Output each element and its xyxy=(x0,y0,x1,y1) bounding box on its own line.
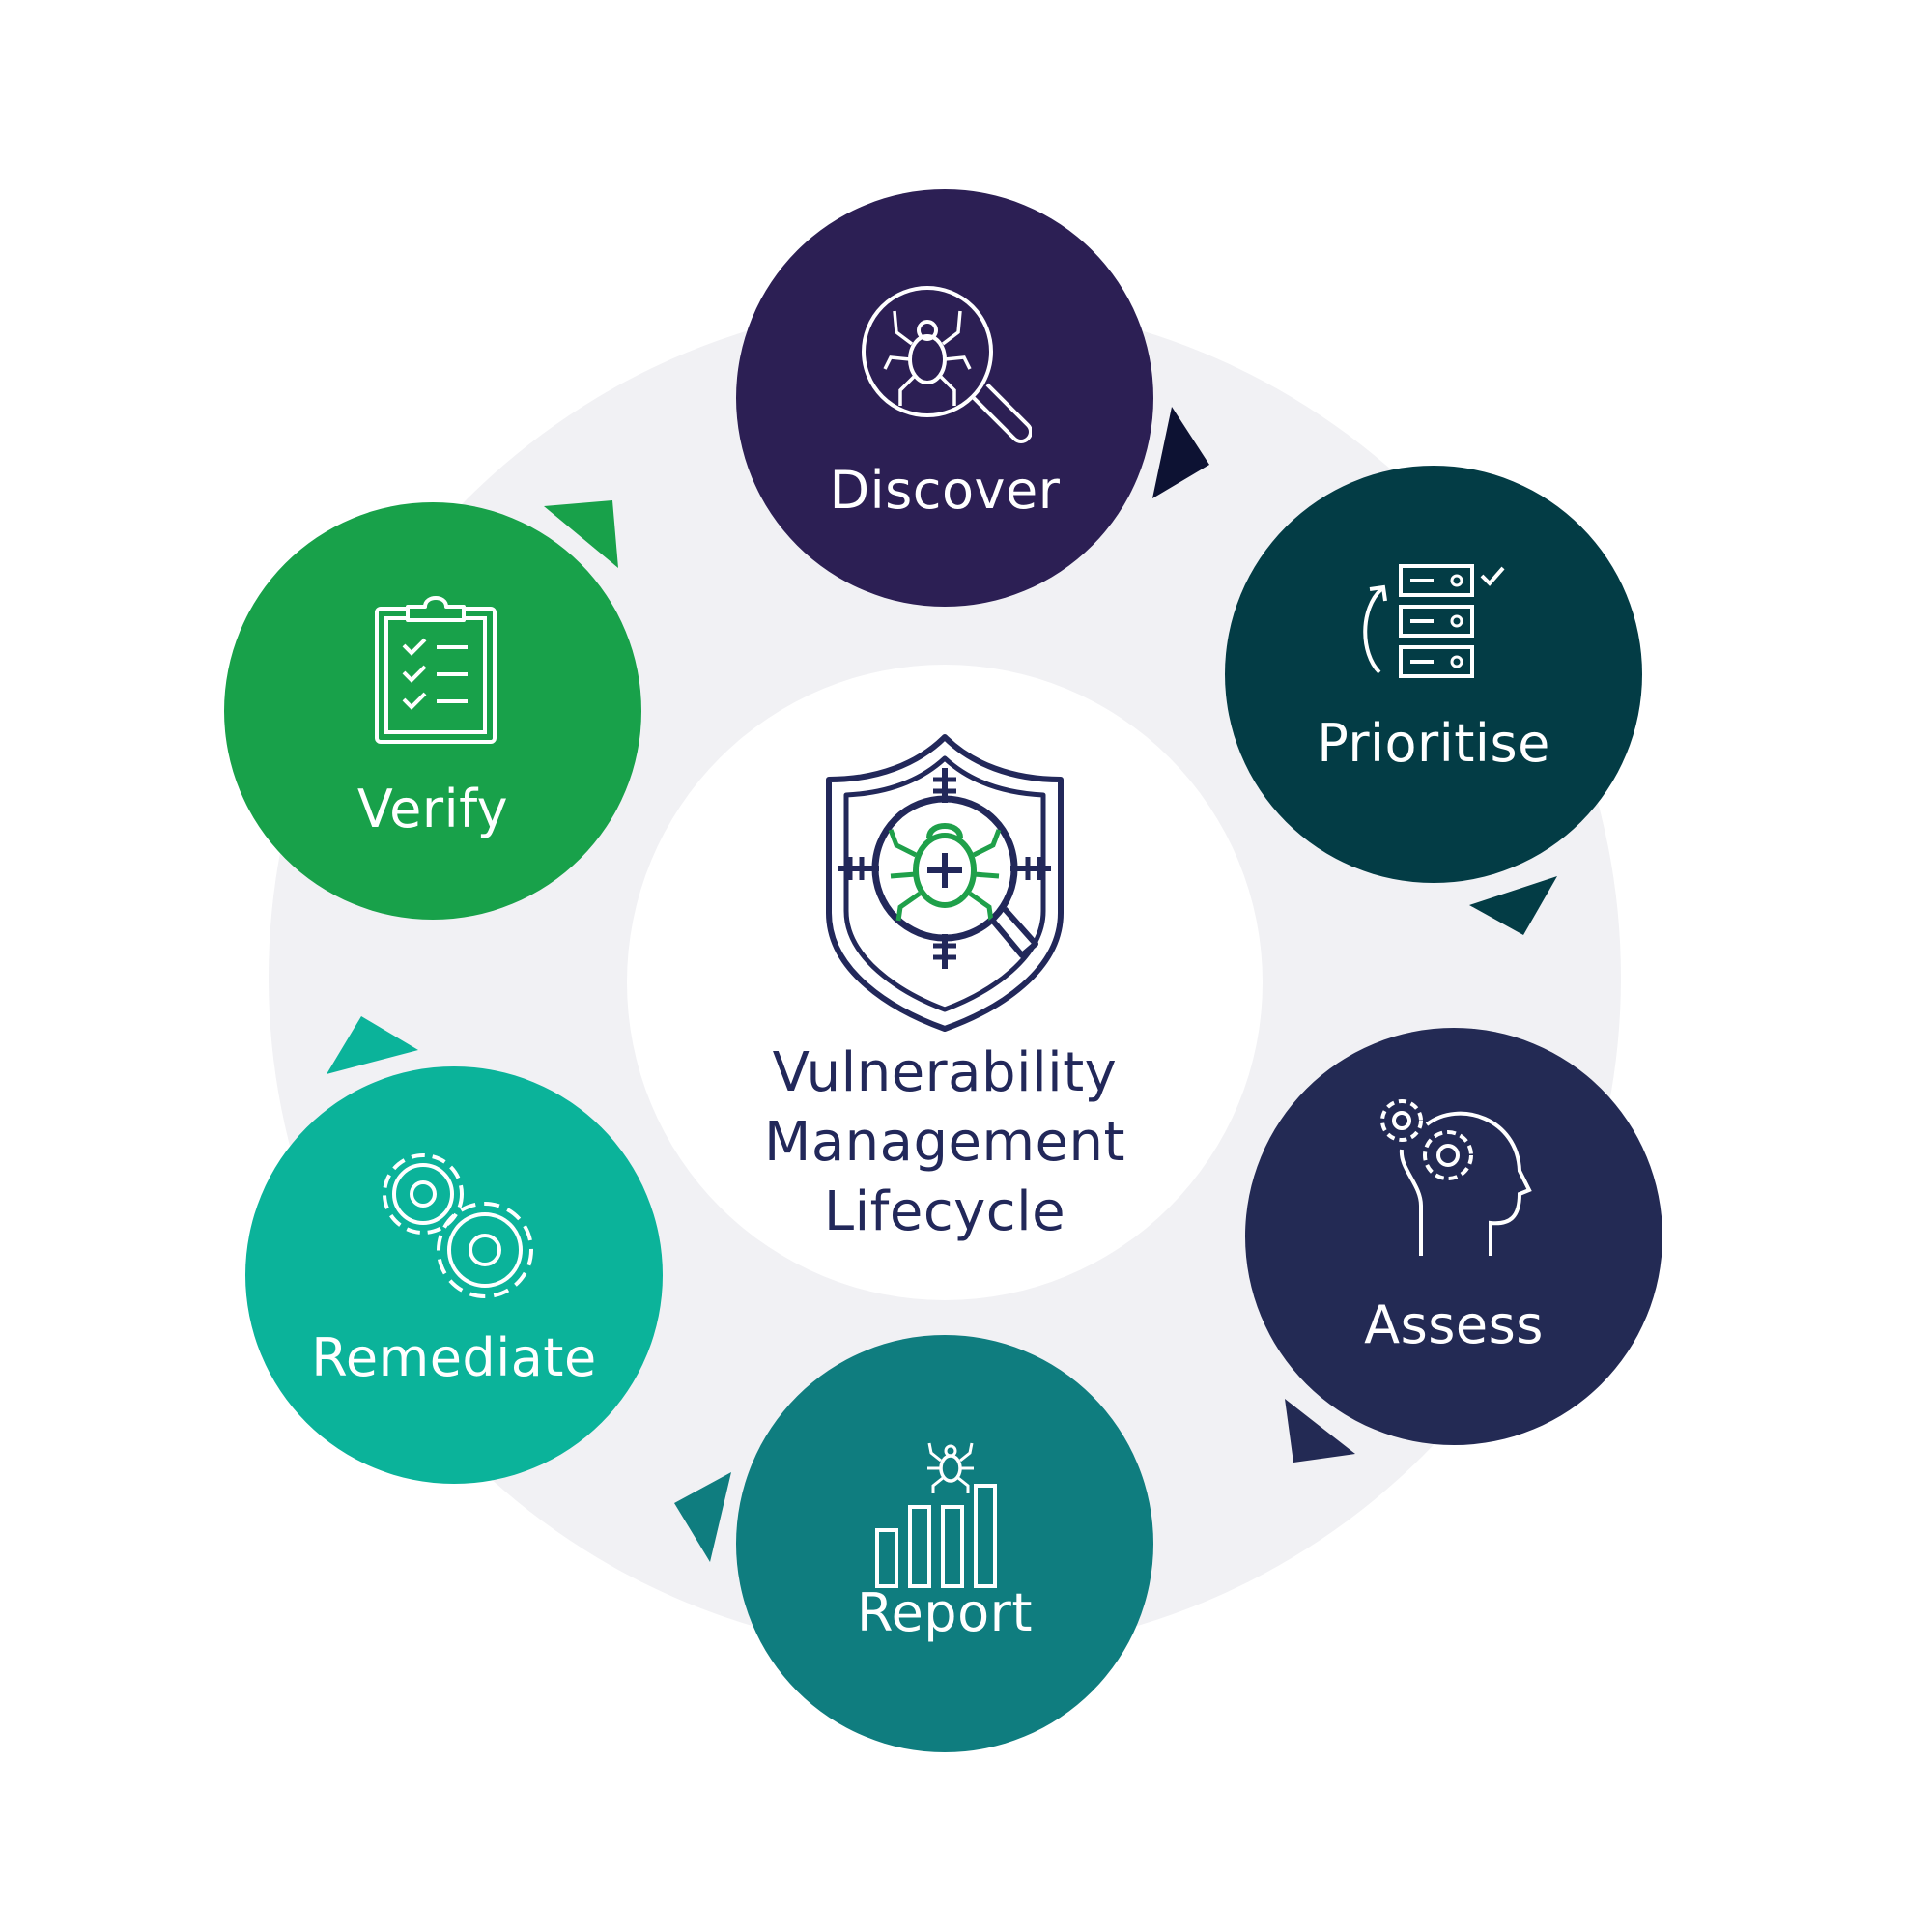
stage-report-label: Report xyxy=(856,1582,1033,1643)
stage-verify-label: Verify xyxy=(356,779,509,839)
stage-verify[interactable]: Verify xyxy=(224,502,641,920)
arrow-report-to-remediate xyxy=(674,1472,731,1562)
arrow-assess-to-report xyxy=(1285,1399,1355,1463)
server-priority-icon xyxy=(1363,564,1505,678)
bug-bar-chart-icon xyxy=(875,1442,997,1588)
arrow-prioritise-to-assess xyxy=(1469,876,1557,935)
arrow-remediate-to-verify xyxy=(327,1016,418,1074)
gears-icon xyxy=(383,1153,533,1298)
stage-prioritise-label: Prioritise xyxy=(1317,713,1550,774)
center-title-line-2: Management xyxy=(764,1111,1125,1174)
center-title-line-1: Vulnerability xyxy=(772,1041,1118,1104)
center-title: Vulnerability Management Lifecycle xyxy=(675,1038,1214,1247)
shield-bug-target-icon xyxy=(826,734,1064,1032)
head-gears-icon xyxy=(1380,1099,1532,1256)
stage-remediate[interactable]: Remediate xyxy=(245,1066,663,1484)
stage-assess-label: Assess xyxy=(1364,1294,1544,1355)
stage-report[interactable]: Report xyxy=(736,1335,1153,1752)
stage-discover[interactable]: Discover xyxy=(736,189,1153,607)
clipboard-checklist-icon xyxy=(375,596,497,744)
bug-magnifier-icon xyxy=(862,286,1032,443)
stage-remediate-label: Remediate xyxy=(311,1327,597,1388)
arrow-discover-to-prioritise xyxy=(1152,407,1209,498)
stage-assess[interactable]: Assess xyxy=(1245,1028,1662,1445)
arrow-verify-to-discover xyxy=(544,500,618,568)
stage-discover-label: Discover xyxy=(829,460,1061,521)
stage-prioritise[interactable]: Prioritise xyxy=(1225,466,1642,883)
center-title-line-3: Lifecycle xyxy=(823,1180,1066,1243)
